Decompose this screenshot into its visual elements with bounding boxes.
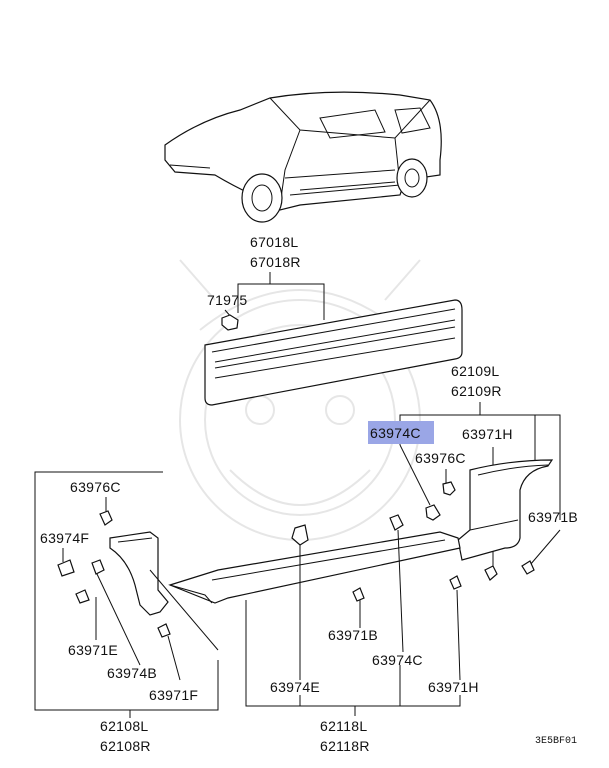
label-71975: 71975 (207, 292, 247, 308)
car-illustration (164, 91, 442, 223)
screw-63971F-icon (157, 623, 171, 638)
label-62108L: 62108L (100, 718, 149, 734)
label-62118R: 62118R (320, 738, 370, 754)
label-62109L: 62109L (451, 363, 500, 379)
label-63971E: 63971E (68, 642, 118, 658)
label-63974B: 63974B (107, 665, 157, 681)
highlight-63974C (368, 421, 434, 444)
label-63974C-bottom: 63974C (372, 652, 423, 668)
sill-molding-62118 (168, 531, 461, 604)
label-63971H-bottom: 63971H (428, 679, 479, 695)
label-63974E: 63974E (270, 679, 320, 695)
rear-molding-62109 (457, 459, 554, 561)
label-63971B-bottom: 63971B (328, 627, 378, 643)
label-62108R: 62108R (100, 738, 151, 754)
screw-63971B-right-icon (521, 560, 535, 575)
front-molding-62108 (109, 531, 169, 616)
label-67018L: 67018L (250, 234, 299, 250)
clip-63974C-bottom-icon (389, 514, 404, 531)
door-molding-67018 (204, 299, 463, 406)
left-inset-box (34, 471, 219, 711)
label-63976C-left: 63976C (70, 479, 121, 495)
label-63971H-top: 63971H (462, 426, 513, 442)
diagram-code: 3E5BF01 (535, 736, 577, 747)
screw-63971E-icon (75, 589, 90, 604)
clip-63976C-right-icon (442, 481, 456, 496)
screw-63971H-top-icon (484, 565, 498, 581)
label-63974F: 63974F (40, 530, 89, 546)
clip-63976C-left-icon (99, 510, 113, 526)
clip-63974B-icon (91, 559, 105, 575)
label-63971B-right: 63971B (528, 509, 578, 525)
label-62109R: 62109R (451, 383, 502, 399)
label-63971F: 63971F (149, 687, 198, 703)
screw-63971H-bottom-icon (449, 575, 462, 590)
label-67018R: 67018R (250, 254, 301, 270)
clip-63974C-top-icon (425, 504, 441, 521)
clip-63974E-icon (291, 524, 309, 546)
clip-71975-icon (221, 314, 239, 331)
label-62118L: 62118L (320, 718, 367, 734)
screw-63971B-bottom-icon (352, 587, 365, 602)
label-63976C-right: 63976C (415, 450, 466, 466)
label-63974C-top: 63974C (370, 425, 421, 441)
clip-63974F-icon (57, 559, 75, 577)
